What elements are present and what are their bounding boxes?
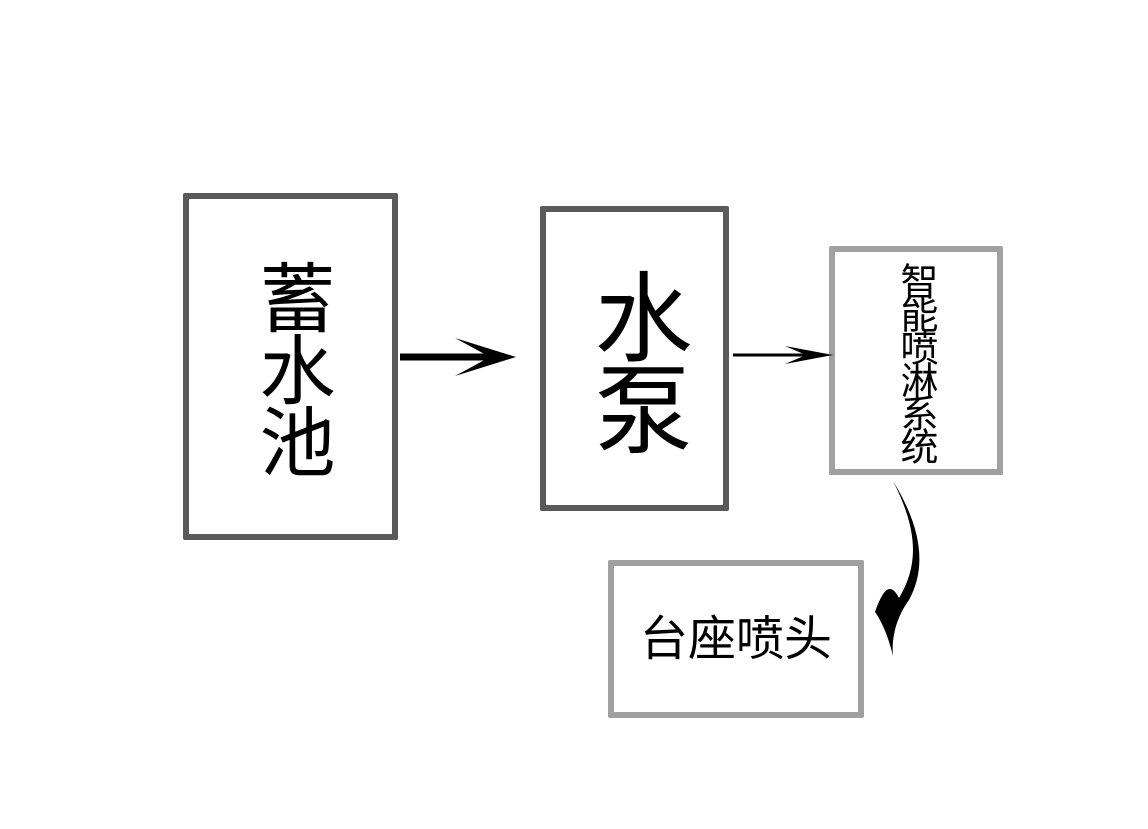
arrow-reservoir-to-pump <box>400 338 516 376</box>
arrow-pump-to-spray <box>733 346 833 364</box>
reservoir-label: 蓄水池 <box>246 258 336 475</box>
spray-system-node: 智能喷淋系统 <box>829 246 1003 475</box>
nozzle-label: 台座喷头 <box>639 611 832 667</box>
pump-node: 水泵 <box>540 206 729 511</box>
pump-label: 水泵 <box>577 266 692 451</box>
nozzle-node: 台座喷头 <box>608 560 864 718</box>
arrow-spray-to-nozzle <box>875 481 920 656</box>
reservoir-node: 蓄水池 <box>183 193 398 540</box>
spray-system-label: 智能喷淋系统 <box>894 261 938 460</box>
